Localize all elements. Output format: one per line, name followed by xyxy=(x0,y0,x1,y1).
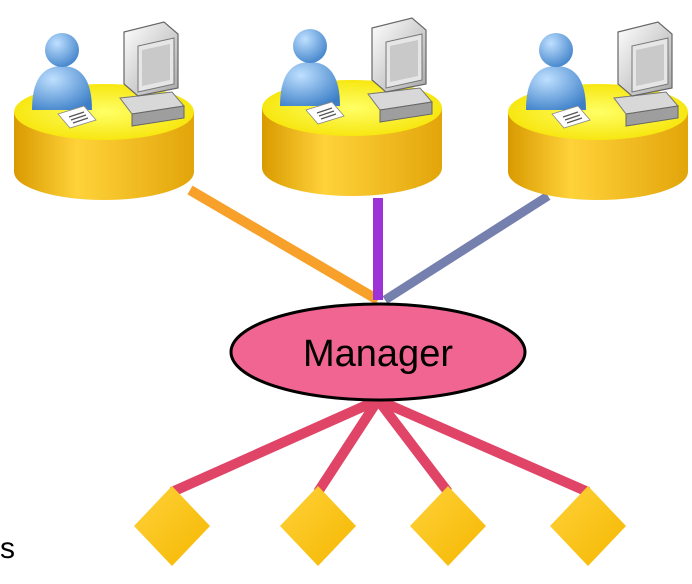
link-bottom-4 xyxy=(375,395,591,497)
workstation-center-icon xyxy=(261,17,443,197)
side-text: s xyxy=(0,532,15,565)
link-bottom-2 xyxy=(313,397,383,495)
manager-label: Manager xyxy=(303,333,453,375)
device-node-3-icon xyxy=(410,486,486,566)
manager-node: Manager xyxy=(229,302,527,402)
device-node-1-icon xyxy=(134,486,210,566)
link-bottom-3 xyxy=(374,396,452,496)
workstation-left-icon xyxy=(13,21,195,201)
link-bottom-1 xyxy=(169,395,381,497)
device-node-4-icon xyxy=(550,486,626,566)
device-node-2-icon xyxy=(280,486,356,566)
link-right xyxy=(382,192,551,304)
workstation-right-icon xyxy=(507,21,689,201)
link-left xyxy=(187,185,381,305)
